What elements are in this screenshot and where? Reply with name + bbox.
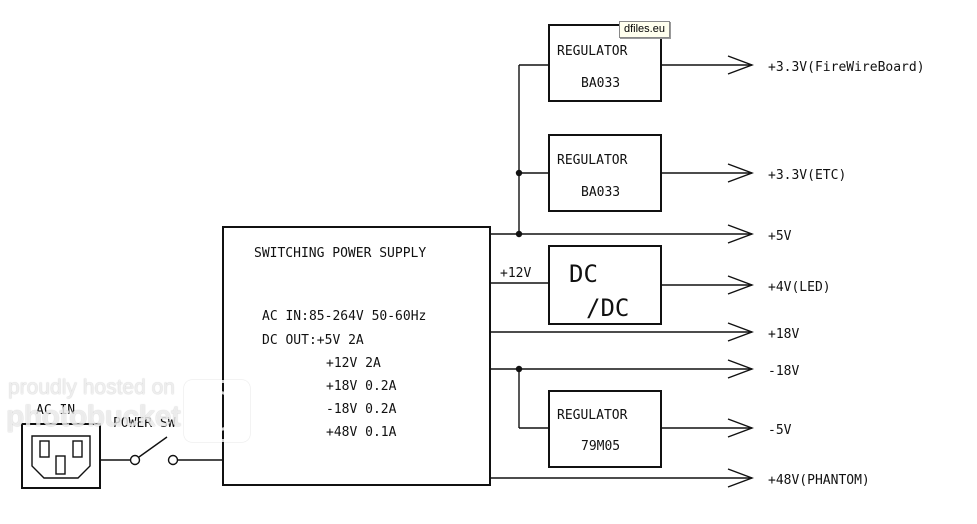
output-label: -5V — [768, 423, 792, 438]
power-switch-label: POWER SW — [113, 416, 176, 431]
arrow-icon — [727, 359, 754, 379]
arrow-icon — [727, 163, 754, 183]
switch-lever — [138, 436, 168, 458]
arrow-icon — [727, 224, 754, 244]
switch-contact-right — [167, 454, 179, 466]
regulator-2-part: BA033 — [581, 185, 620, 200]
regulator-1-box — [548, 24, 662, 102]
regulator-1-title: REGULATOR — [557, 44, 628, 59]
psu-dc-out-spec: DC OUT:+5V 2A — [262, 333, 364, 348]
ac-inlet-socket-icon — [31, 435, 91, 479]
tooltip-label: dfiles.eu — [619, 21, 670, 38]
rail-12v-label: +12V — [500, 266, 531, 281]
ac-pin-left — [39, 440, 50, 458]
output-label: +4V(LED) — [768, 280, 831, 295]
psu-dc-out-spec: +12V 2A — [326, 356, 381, 371]
junction-dot — [515, 365, 523, 373]
junction-dot — [515, 169, 523, 177]
regulator-2-title: REGULATOR — [557, 153, 628, 168]
regulator-3-box — [548, 390, 662, 468]
regulator-3-title: REGULATOR — [557, 408, 628, 423]
switching-power-supply-box — [222, 226, 491, 486]
arrow-icon — [727, 468, 754, 488]
regulator-1-part: BA033 — [581, 76, 620, 91]
psu-dc-out-spec: +48V 0.1A — [326, 425, 397, 440]
ac-pin-right — [72, 440, 83, 458]
output-label: +5V — [768, 229, 792, 244]
dcdc-label-top: DC — [569, 260, 598, 288]
output-label: +48V(PHANTOM) — [768, 473, 870, 488]
regulator-3-part: 79M05 — [581, 439, 620, 454]
arrow-icon — [727, 322, 754, 342]
switch-contact-left — [129, 454, 141, 466]
output-label: -18V — [768, 364, 799, 379]
arrow-icon — [727, 55, 754, 75]
junction-dot — [515, 230, 523, 238]
psu-ac-in-spec: AC IN:85-264V 50-60Hz — [262, 309, 426, 324]
output-label: +3.3V(ETC) — [768, 168, 846, 183]
psu-dc-out-spec: +18V 0.2A — [326, 379, 397, 394]
psu-title: SWITCHING POWER SUPPLY — [254, 246, 426, 261]
dcdc-label-bottom: /DC — [586, 294, 629, 322]
output-label: +18V — [768, 327, 799, 342]
output-label: +3.3V(FireWireBoard) — [768, 60, 925, 75]
ac-inlet-box — [21, 423, 101, 489]
ac-pin-ground — [55, 455, 66, 475]
arrow-icon — [727, 275, 754, 295]
arrow-icon — [727, 418, 754, 438]
psu-dc-out-spec: -18V 0.2A — [326, 402, 397, 417]
ac-in-label: AC IN — [36, 403, 75, 418]
